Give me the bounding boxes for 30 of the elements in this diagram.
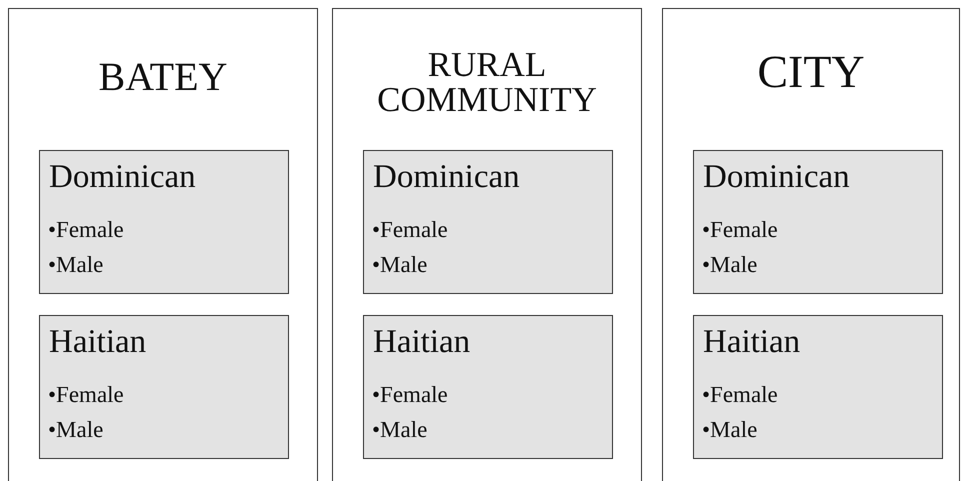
group-box [39,150,289,294]
column-panel [662,8,960,481]
list-item: •Male [702,417,758,443]
group-box [363,315,613,459]
group-box [363,150,613,294]
group-heading: Dominican [703,159,850,196]
column-heading: BATEY [98,57,228,97]
group-box [39,315,289,459]
list-item: •Male [48,252,104,278]
group-heading: Haitian [49,324,146,361]
group-heading: Dominican [49,159,196,196]
list-item: •Female [372,217,448,243]
list-item: •Female [702,382,778,408]
column-panel [8,8,318,481]
list-item: •Male [372,417,428,443]
list-item: •Female [702,217,778,243]
list-item: •Female [372,382,448,408]
column-heading: RURAL COMMUNITY [376,47,598,117]
list-item: •Male [702,252,758,278]
column-heading: CITY [756,49,866,95]
group-heading: Haitian [373,324,470,361]
group-heading: Dominican [373,159,520,196]
group-heading: Haitian [703,324,800,361]
list-item: •Male [372,252,428,278]
column-panel [332,8,642,481]
group-box [693,315,943,459]
group-box [693,150,943,294]
list-item: •Male [48,417,104,443]
list-item: •Female [48,217,124,243]
list-item: •Female [48,382,124,408]
